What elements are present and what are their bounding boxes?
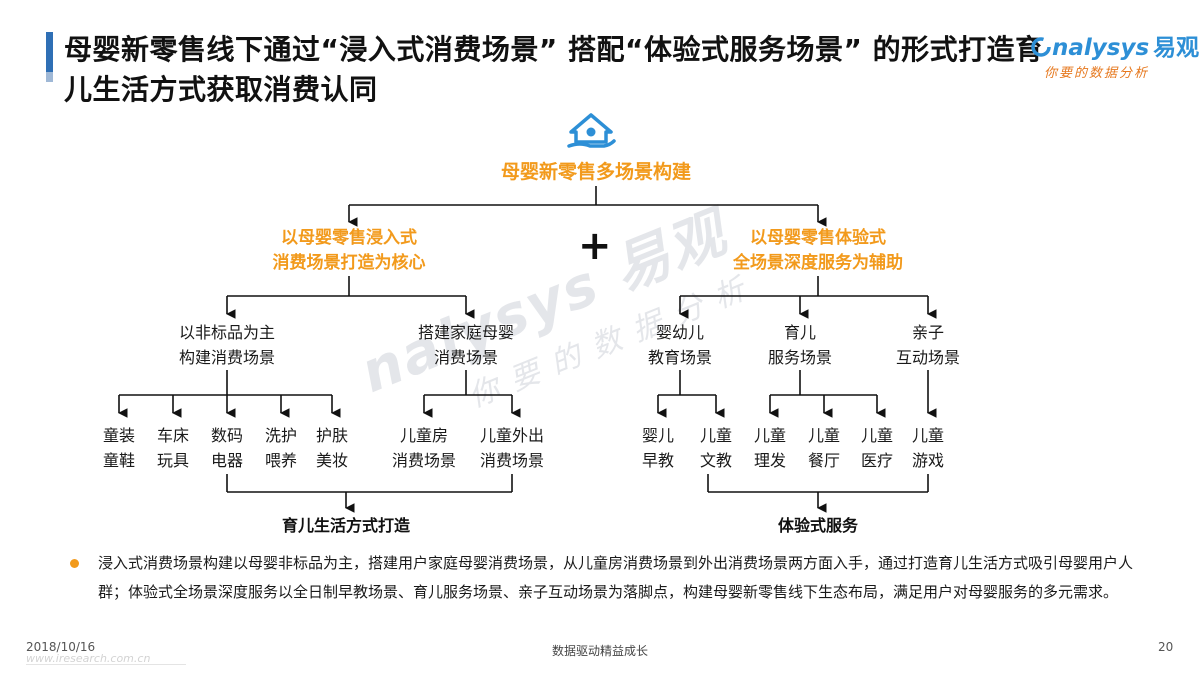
leaf-line1: 儿童: [699, 426, 732, 445]
right-sub1-line2: 教育场景: [647, 348, 712, 367]
leaf-line2: 喂养: [264, 451, 297, 470]
left-branch-line2: 消费场景打造为核心: [272, 253, 426, 273]
logo-tagline: 你要的数据分析: [1044, 66, 1150, 81]
leaf-line1: 儿童房: [399, 426, 448, 445]
leaf-line2: 文教: [699, 451, 732, 470]
leaf-line1: 童装: [102, 426, 135, 445]
leaf-line2: 餐厅: [807, 451, 840, 470]
leaf-node: 数码 电器: [202, 423, 252, 473]
leaf-node: 儿童 游戏: [903, 423, 953, 473]
leaf-line2: 消费场景: [479, 451, 544, 470]
leaf-line1: 儿童外出: [479, 426, 544, 445]
left-sub2-line2: 消费场景: [433, 348, 498, 367]
right-branch-line2: 全场景深度服务为辅助: [733, 253, 903, 273]
footer-slogan: 数据驱动精益成长: [551, 644, 648, 658]
left-sub2-line1: 搭建家庭母婴: [417, 323, 514, 342]
leaf-line2: 消费场景: [391, 451, 456, 470]
leaf-line1: 车床: [156, 426, 189, 445]
root-node: 母婴新零售多场景构建: [500, 161, 691, 183]
left-sub2-node: 搭建家庭母婴 消费场景: [396, 320, 536, 370]
right-sub2-line1: 育儿: [783, 323, 816, 342]
logo-a-icon: [1031, 37, 1051, 57]
leaf-node: 儿童 医疗: [852, 423, 902, 473]
page-number: 20: [1158, 640, 1174, 654]
page-title: 母婴新零售线下通过“浸入式消费场景” 搭配“体验式服务场景” 的形式打造育儿生活…: [64, 33, 1044, 106]
leaf-node: 童装 童鞋: [94, 423, 144, 473]
leaf-line2: 游戏: [911, 451, 944, 470]
leaf-line1: 数码: [210, 426, 243, 445]
left-sub1-line1: 以非标品为主: [178, 323, 275, 342]
leaf-node: 儿童 餐厅: [799, 423, 849, 473]
leaf-line2: 医疗: [860, 451, 893, 470]
right-sub1-node: 婴幼儿 教育场景: [630, 320, 730, 370]
leaf-node: 车床 玩具: [148, 423, 198, 473]
leaf-node: 洗护 喂养: [256, 423, 306, 473]
leaf-line1: 儿童: [807, 426, 840, 445]
summary-text: 浸入式消费场景构建以母婴非标品为主，搭建用户家庭母婴消费场景，从儿童房消费场景到…: [98, 554, 1134, 601]
logo-brand: nalysys: [1052, 35, 1150, 61]
leaf-node: 儿童外出 消费场景: [470, 423, 554, 473]
leaf-line1: 护肤: [315, 426, 348, 445]
plus-sign: +: [578, 223, 612, 269]
title-accent-bar: [46, 32, 53, 72]
left-sub1-line2: 构建消费场景: [178, 348, 275, 367]
left-result-node: 育儿生活方式打造: [281, 516, 410, 535]
right-branch-node: 以母婴零售体验式 全场景深度服务为辅助: [708, 226, 928, 276]
leaf-line2: 电器: [210, 451, 243, 470]
right-sub2-node: 育儿 服务场景: [750, 320, 850, 370]
right-result-node: 体验式服务: [777, 516, 858, 535]
leaf-line1: 儿童: [911, 426, 944, 445]
leaf-node: 婴儿 早教: [633, 423, 683, 473]
left-branch-line1: 以母婴零售浸入式: [281, 228, 417, 248]
right-branch-line1: 以母婴零售体验式: [750, 228, 886, 248]
footer-url: www.iresearch.com.cn: [26, 652, 151, 665]
leaf-line1: 婴儿: [641, 426, 674, 445]
leaf-line2: 美妆: [315, 451, 348, 470]
leaf-node: 儿童 理发: [745, 423, 795, 473]
leaf-line2: 早教: [641, 451, 674, 470]
right-sub3-line1: 亲子: [911, 323, 944, 342]
leaf-line2: 玩具: [156, 451, 189, 470]
leaf-line2: 童鞋: [102, 451, 135, 470]
leaf-line1: 洗护: [264, 426, 297, 445]
right-sub2-line2: 服务场景: [767, 348, 832, 367]
home-hand-icon: [567, 113, 616, 148]
leaf-line1: 儿童: [860, 426, 893, 445]
right-sub3-line2: 互动场景: [895, 348, 960, 367]
bullet-icon: [70, 559, 79, 568]
title-accent-bar-secondary: [46, 72, 53, 82]
logo-brand-cn: 易观: [1153, 35, 1200, 61]
leaf-line1: 儿童: [753, 426, 786, 445]
footer-date: 2018/10/16: [26, 640, 96, 654]
leaf-line2: 理发: [753, 451, 786, 470]
leaf-node: 儿童 文教: [691, 423, 741, 473]
left-sub1-node: 以非标品为主 构建消费场景: [157, 320, 297, 370]
leaf-node: 儿童房 消费场景: [384, 423, 464, 473]
leaf-node: 护肤 美妆: [307, 423, 357, 473]
right-sub1-line1: 婴幼儿: [655, 323, 704, 342]
left-branch-node: 以母婴零售浸入式 消费场景打造为核心: [249, 226, 449, 276]
right-sub3-node: 亲子 互动场景: [878, 320, 978, 370]
footer-divider: [26, 664, 186, 665]
